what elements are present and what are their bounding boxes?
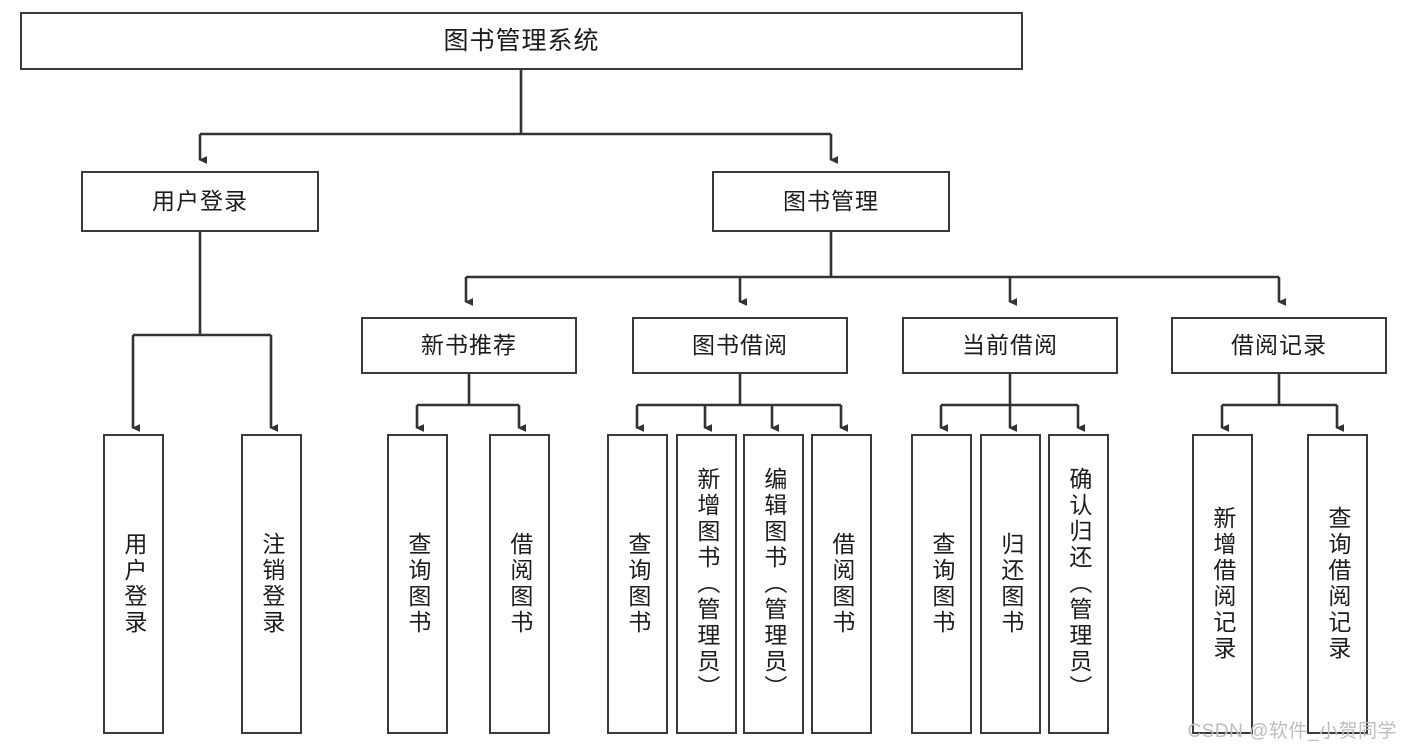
node-label: 当前借阅	[962, 331, 1058, 358]
node-label: 图书管理系统	[443, 27, 600, 55]
node-leaf-edit-book[interactable]: 编辑图书（管理员）	[743, 434, 804, 734]
node-label: 用户登录	[120, 532, 147, 636]
node-leaf-borrow-book[interactable]: 借阅图书	[811, 434, 872, 734]
node-label: 借阅图书	[506, 532, 533, 636]
node-label: 注销登录	[258, 532, 285, 636]
node-leaf-add-book[interactable]: 新增图书（管理员）	[676, 434, 737, 734]
node-leaf-query-borrow-record[interactable]: 查询借阅记录	[1307, 434, 1368, 734]
node-label: 借阅图书	[828, 532, 855, 636]
node-label: 确认归还（管理员）	[1065, 467, 1092, 701]
node-label: 查询借阅记录	[1324, 506, 1351, 662]
node-book-management[interactable]: 图书管理	[712, 171, 950, 232]
node-label: 新增借阅记录	[1209, 506, 1236, 662]
node-label: 查询图书	[928, 532, 955, 636]
node-label: 图书借阅	[692, 331, 788, 358]
node-label: 图书管理	[783, 187, 879, 214]
watermark-text: CSDN @软件_小贺同学	[1187, 721, 1397, 742]
node-root-book-management-system[interactable]: 图书管理系统	[20, 12, 1023, 70]
node-label: 新书推荐	[421, 331, 517, 358]
node-label: 借阅记录	[1231, 331, 1327, 358]
node-new-book-recommend[interactable]: 新书推荐	[361, 317, 577, 374]
node-label: 查询图书	[624, 532, 651, 636]
node-label: 用户登录	[152, 187, 248, 214]
node-leaf-confirm-return[interactable]: 确认归还（管理员）	[1048, 434, 1109, 734]
node-label: 查询图书	[404, 532, 431, 636]
node-leaf-user-login[interactable]: 用户登录	[103, 434, 164, 734]
node-user-login[interactable]: 用户登录	[81, 171, 319, 232]
node-leaf-query-book-borrow[interactable]: 查询图书	[607, 434, 668, 734]
node-leaf-query-book-current[interactable]: 查询图书	[911, 434, 972, 734]
node-book-borrow[interactable]: 图书借阅	[632, 317, 848, 374]
node-leaf-borrow-book-recommend[interactable]: 借阅图书	[489, 434, 550, 734]
node-label: 归还图书	[997, 532, 1024, 636]
node-leaf-add-borrow-record[interactable]: 新增借阅记录	[1192, 434, 1253, 734]
node-leaf-logout[interactable]: 注销登录	[241, 434, 302, 734]
node-label: 新增图书（管理员）	[693, 467, 720, 701]
node-leaf-return-book[interactable]: 归还图书	[980, 434, 1041, 734]
node-leaf-query-book-recommend[interactable]: 查询图书	[387, 434, 448, 734]
node-current-borrow[interactable]: 当前借阅	[902, 317, 1118, 374]
node-label: 编辑图书（管理员）	[760, 467, 787, 701]
node-borrow-record[interactable]: 借阅记录	[1171, 317, 1387, 374]
